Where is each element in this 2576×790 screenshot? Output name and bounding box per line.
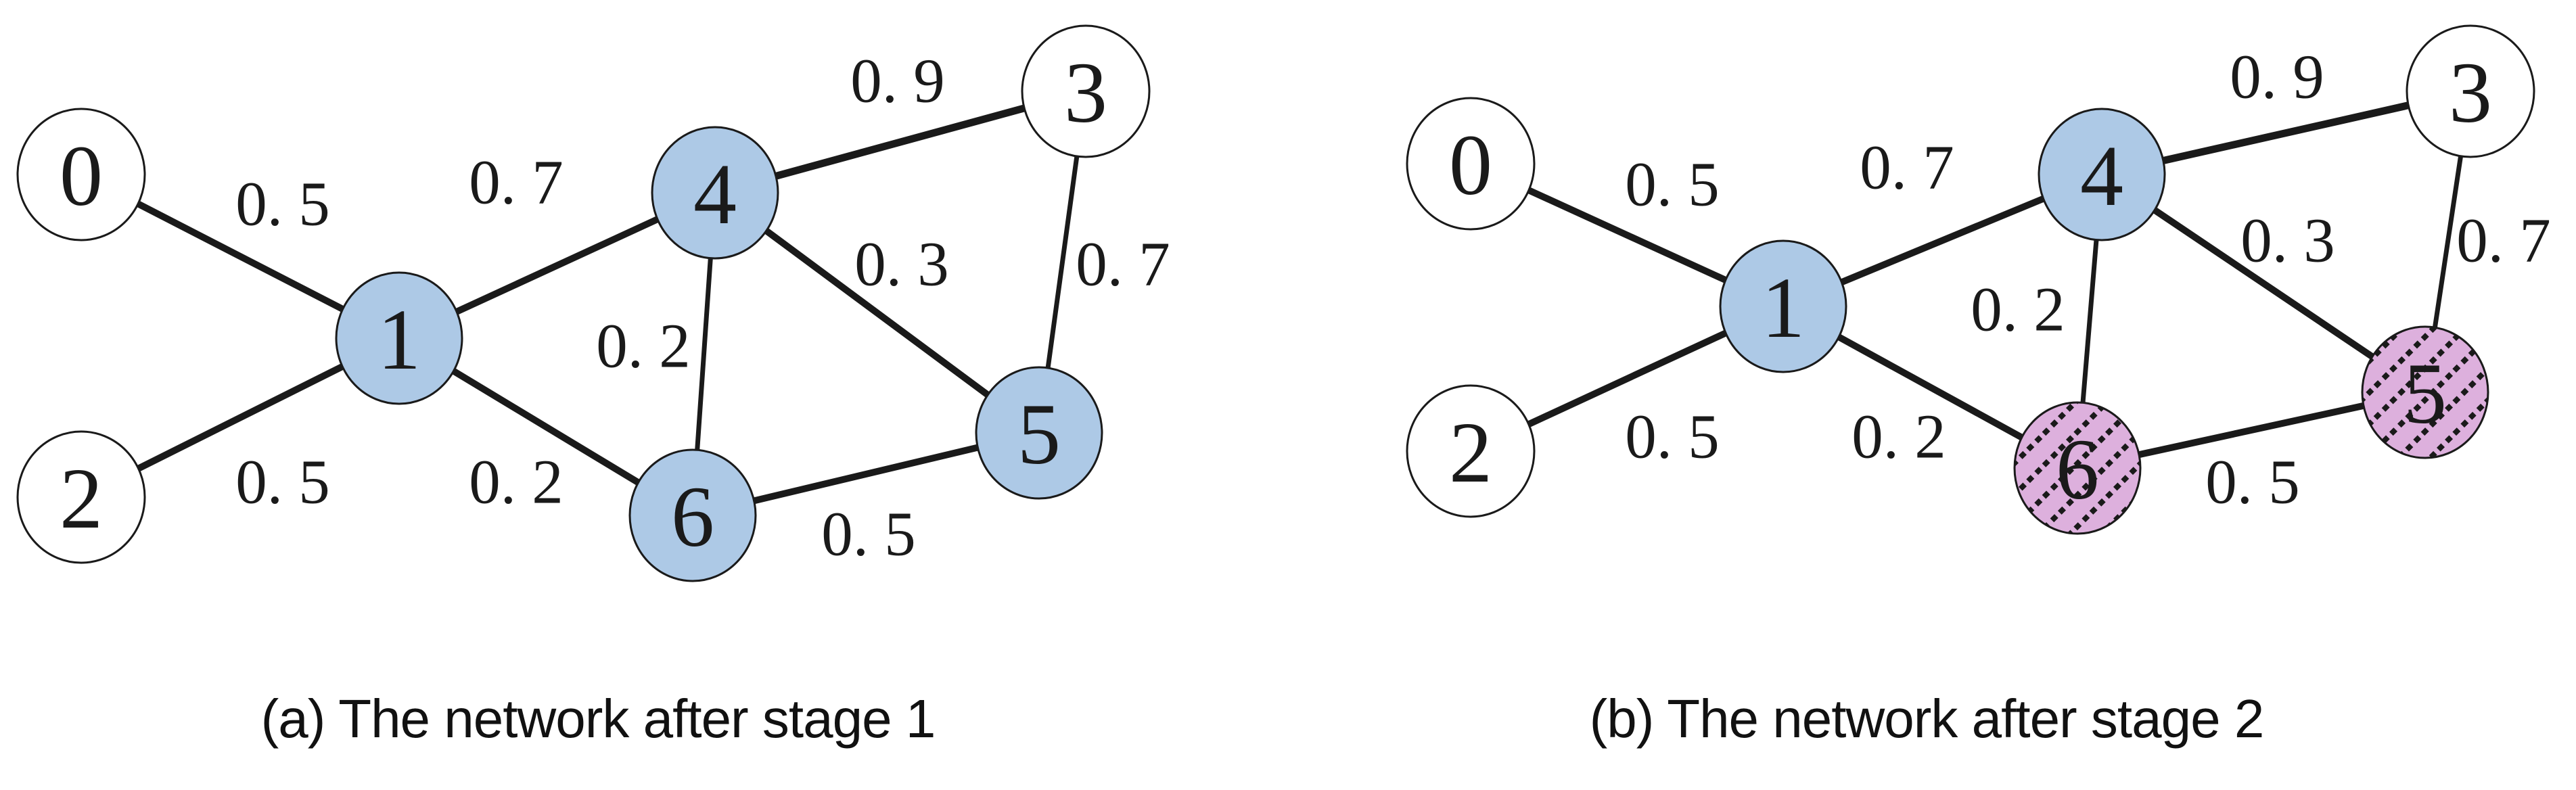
weight-b-3-5: 0. 7 xyxy=(2456,206,2551,276)
edge-a-4-5 xyxy=(712,189,1042,436)
weight-a-1-4: 0. 7 xyxy=(469,148,564,218)
node-b-4-label: 4 xyxy=(2080,128,2123,224)
weight-a-4-5: 0. 3 xyxy=(854,230,949,300)
node-b-2-label: 2 xyxy=(1449,404,1492,501)
node-a-4-label: 4 xyxy=(693,146,737,242)
node-b-2: 2 xyxy=(1406,384,1536,518)
weight-b-4-3: 0. 9 xyxy=(2230,43,2324,112)
node-a-2-circle xyxy=(16,430,146,564)
weight-a-1-6: 0. 2 xyxy=(469,448,564,517)
node-a-1-circle xyxy=(335,271,463,405)
weight-a-2-1: 0. 5 xyxy=(235,448,330,517)
node-a-6-label: 6 xyxy=(671,469,714,565)
node-b-2-circle xyxy=(1406,384,1536,518)
node-a-3-circle xyxy=(1021,24,1151,158)
node-b-6-label: 6 xyxy=(2056,421,2099,517)
node-a-0: 0 xyxy=(16,108,146,241)
weight-b-6-5: 0. 5 xyxy=(2205,448,2300,517)
panel-b: 0 1 2 3 4 5 6 0. 5 0. 5 0. 7 0. 9 xyxy=(1406,24,2551,749)
node-a-3: 3 xyxy=(1021,24,1151,158)
weight-b-1-6: 0. 2 xyxy=(1852,402,1946,472)
node-b-0: 0 xyxy=(1406,97,1536,231)
weight-b-4-6: 0. 2 xyxy=(1971,275,2065,345)
node-a-5-circle xyxy=(975,366,1103,500)
node-a-4: 4 xyxy=(651,126,779,260)
node-b-0-circle xyxy=(1406,97,1536,231)
node-b-3-label: 3 xyxy=(2449,45,2492,141)
weight-a-6-5: 0. 5 xyxy=(821,500,916,570)
node-b-6: 6 xyxy=(2013,401,2142,535)
weight-b-1-4: 0. 7 xyxy=(1860,133,1954,203)
node-b-3: 3 xyxy=(2406,24,2535,158)
weight-b-2-1: 0. 5 xyxy=(1625,402,1720,472)
weight-a-0-1: 0. 5 xyxy=(235,170,330,239)
weight-a-4-6: 0. 2 xyxy=(596,312,691,381)
node-a-0-label: 0 xyxy=(60,128,103,224)
node-b-4: 4 xyxy=(2038,108,2166,241)
node-a-6: 6 xyxy=(628,448,757,582)
node-b-3-circle xyxy=(2406,24,2535,158)
caption-b: (b) The network after stage 2 xyxy=(1590,689,2264,749)
node-a-5: 5 xyxy=(975,366,1103,500)
weight-b-4-5: 0. 3 xyxy=(2240,206,2335,276)
node-b-1: 1 xyxy=(1719,239,1847,373)
caption-a: (a) The network after stage 1 xyxy=(261,689,936,749)
node-a-5-label: 5 xyxy=(1017,386,1061,482)
node-a-2: 2 xyxy=(16,430,146,564)
node-b-5-circle xyxy=(2361,325,2489,459)
node-a-1: 1 xyxy=(335,271,463,405)
node-b-5: 5 xyxy=(2361,325,2489,459)
node-b-6-circle xyxy=(2013,401,2142,535)
node-a-0-circle xyxy=(16,108,146,241)
node-b-1-label: 1 xyxy=(1762,260,1805,356)
node-a-2-label: 2 xyxy=(60,450,103,547)
edge-b-4-5 xyxy=(2098,171,2429,396)
weight-a-3-5: 0. 7 xyxy=(1076,230,1170,300)
node-a-4-circle xyxy=(651,126,779,260)
node-b-1-circle xyxy=(1719,239,1847,373)
weight-a-4-3: 0. 9 xyxy=(850,47,945,116)
weight-b-0-1: 0. 5 xyxy=(1625,150,1720,220)
node-b-4-circle xyxy=(2038,108,2166,241)
node-a-6-circle xyxy=(628,448,757,582)
panel-a: 0 1 2 3 4 5 6 0. 5 0. 5 0. 7 0. 9 xyxy=(16,24,1170,749)
node-a-3-label: 3 xyxy=(1064,45,1107,141)
node-b-5-label: 5 xyxy=(2404,346,2447,442)
node-b-0-label: 0 xyxy=(1449,117,1492,213)
node-a-1-label: 1 xyxy=(377,292,421,388)
